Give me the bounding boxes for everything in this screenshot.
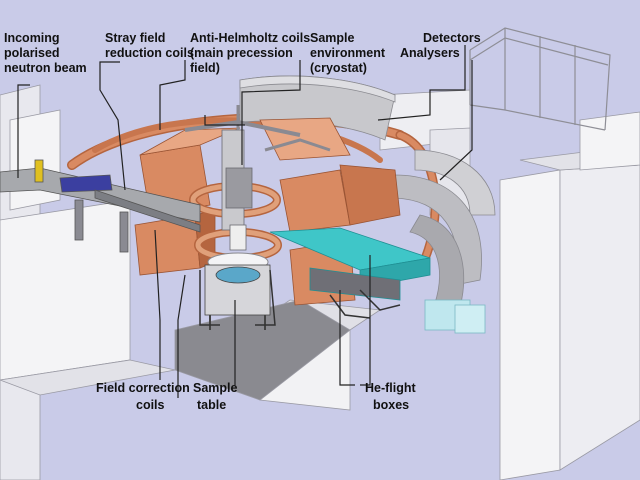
- label-incoming-beam-line-3: neutron beam: [4, 61, 87, 75]
- label-field-correction: Field correction coils: [96, 381, 190, 412]
- label-he-flight: He-flight boxes: [365, 381, 417, 412]
- label-field-correction-line-1: Field correction: [96, 381, 190, 395]
- label-field-correction-line-2: coils: [136, 398, 165, 412]
- label-incoming-beam-line-2: polarised: [4, 46, 60, 60]
- label-incoming-beam: Incoming polarised neutron beam: [4, 31, 87, 75]
- label-analysers: Analysers: [400, 46, 460, 60]
- top-frame: [184, 105, 331, 152]
- label-stray-field: Stray field reduction coils: [105, 31, 194, 60]
- label-anti-helmholtz-line-3: field): [190, 61, 220, 75]
- label-sample-environment-line-2: environment: [310, 46, 386, 60]
- label-he-flight-line-1: He-flight: [365, 381, 417, 395]
- label-detectors: Detectors: [423, 31, 481, 45]
- label-analysers-line-1: Analysers: [400, 46, 460, 60]
- label-sample-table: Sample table: [193, 381, 238, 412]
- label-stray-field-line-1: Stray field: [105, 31, 165, 45]
- railing: [469, 27, 611, 131]
- label-sample-table-line-2: table: [197, 398, 226, 412]
- detector-housing: [239, 75, 496, 334]
- label-sample-environment-line-1: Sample: [310, 31, 355, 45]
- label-sample-table-line-1: Sample: [193, 381, 238, 395]
- leader-lines: [17, 45, 473, 398]
- beam-guide: [0, 159, 201, 253]
- label-sample-environment-line-3: (cryostat): [310, 61, 367, 75]
- label-incoming-beam-line-1: Incoming: [4, 31, 60, 45]
- support-frames: [199, 269, 401, 326]
- label-anti-helmholtz-line-1: Anti-Helmholtz coils: [190, 31, 310, 45]
- label-detectors-line-1: Detectors: [423, 31, 481, 45]
- he-flight-boxes: [269, 227, 431, 301]
- label-anti-helmholtz-line-2: (main precession: [190, 46, 293, 60]
- sample-table: [204, 264, 271, 330]
- label-stray-field-line-2: reduction coils: [105, 46, 194, 60]
- label-he-flight-line-2: boxes: [373, 398, 409, 412]
- label-sample-environment: Sample environment (cryostat): [310, 31, 386, 75]
- label-anti-helmholtz: Anti-Helmholtz coils (main precession fi…: [190, 31, 310, 75]
- cryostat: [221, 129, 253, 251]
